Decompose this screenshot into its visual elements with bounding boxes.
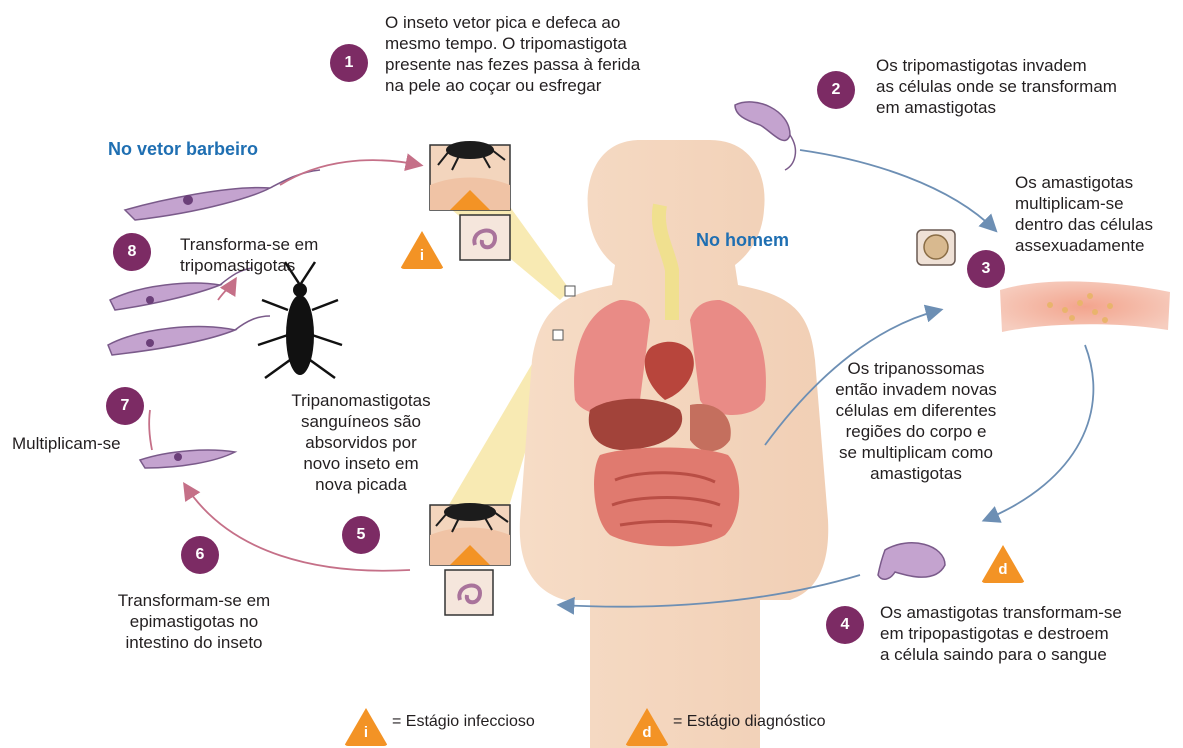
step-text-6: Transformam-se em epimastigotas no intes… xyxy=(100,590,288,653)
step-badge-5: 5 xyxy=(342,516,380,554)
step-badge-6: 6 xyxy=(181,536,219,574)
region-label-human: No homem xyxy=(696,230,789,251)
step-badge-4: 4 xyxy=(826,606,864,644)
bite-panel-lower xyxy=(430,503,510,615)
step-text-8: Transforma-se em tripomastigotas xyxy=(180,234,318,276)
step-badge-2: 2 xyxy=(817,71,855,109)
step-badge-8: 8 xyxy=(113,233,151,271)
infected-cell-icon xyxy=(917,230,955,265)
step-text-3: Os amastigotas multiplicam-se dentro das… xyxy=(1015,172,1153,256)
legend-infectious-label: = Estágio infeccioso xyxy=(392,713,535,731)
infected-tissue xyxy=(1000,281,1170,332)
arrow-2-to-3 xyxy=(800,150,995,230)
trypomastigote-stage-4 xyxy=(878,543,945,580)
arrow-7-to-8 xyxy=(218,280,235,300)
trypomastigote-stage-8 xyxy=(125,170,320,220)
epimastigotes-stage-7 xyxy=(108,268,270,355)
step-badge-7: 7 xyxy=(106,387,144,425)
arrow-8-to-1 xyxy=(280,160,420,185)
diagnostic-stage-marker: d xyxy=(981,545,1025,583)
step-badge-3: 3 xyxy=(967,250,1005,288)
diagnostic-stage-letter: d xyxy=(998,561,1007,583)
arrow-6-to-7 xyxy=(149,410,152,450)
step-text-2: Os tripomastigotas invadem as células on… xyxy=(876,55,1117,118)
step-text-4: Os amastigotas transformam-se em tripopa… xyxy=(880,602,1122,665)
region-label-vector: No vetor barbeiro xyxy=(108,139,258,160)
legend-diagnostic-label: = Estágio diagnóstico xyxy=(673,713,826,731)
step-text-1: O inseto vetor pica e defeca ao mesmo te… xyxy=(385,12,640,96)
epimastigote-stage-6 xyxy=(140,450,235,468)
human-spread-text: Os tripanossomas então invadem novas cél… xyxy=(816,358,1016,484)
legend-infectious-letter: i xyxy=(364,724,368,746)
legend-diagnostic-letter: d xyxy=(642,724,651,746)
step-text-7: Multiplicam-se xyxy=(12,433,121,454)
infectious-stage-marker: i xyxy=(400,231,444,269)
legend-infectious-marker: i xyxy=(344,708,388,746)
step-text-5: Tripanomastigotas sanguíneos são absorvi… xyxy=(272,390,450,495)
infectious-stage-letter: i xyxy=(420,247,424,269)
kissing-bug xyxy=(258,262,342,378)
step-badge-1: 1 xyxy=(330,44,368,82)
legend-diagnostic-marker: d xyxy=(625,708,669,746)
